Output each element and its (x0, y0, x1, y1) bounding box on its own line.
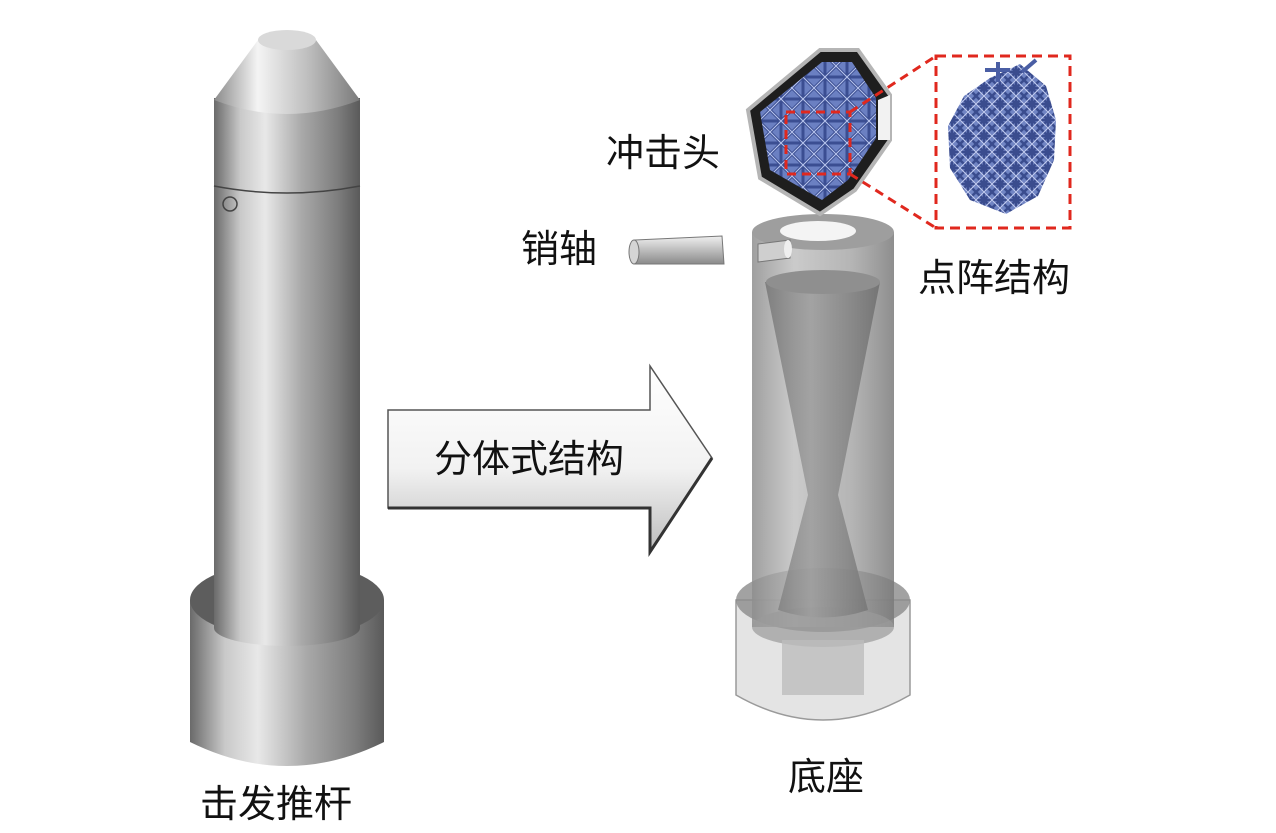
base-pin-hole-end (784, 240, 792, 258)
impact-head (745, 48, 892, 217)
label-firing-rod: 击发推杆 (200, 782, 353, 826)
split-structure-arrow (387, 363, 714, 557)
callout-line-top (849, 54, 937, 114)
rod-hole (222, 196, 238, 212)
zoomed-lattice-top-struts (985, 58, 1038, 82)
base-pin-hole (757, 239, 791, 263)
rod-seam (213, 185, 361, 194)
base-tube-bottom (752, 607, 894, 647)
label-base: 底座 (788, 755, 865, 799)
base-cone (765, 282, 880, 618)
base-inner-cylinder (782, 640, 864, 695)
callout-source-box (784, 110, 852, 176)
label-lattice: 点阵结构 (918, 256, 1071, 300)
label-arrow: 分体式结构 (434, 437, 625, 481)
firing-rod (190, 30, 384, 766)
pin (628, 235, 725, 265)
label-impact-head: 冲击头 (606, 131, 721, 175)
zoomed-lattice (948, 64, 1056, 214)
lattice-callout (784, 54, 1072, 230)
rod-shaft-bottom (214, 610, 360, 646)
rod-tip (258, 30, 316, 50)
rod-shaft (214, 98, 360, 628)
label-pin: 销轴 (521, 227, 598, 271)
base-top-hole (780, 221, 856, 241)
rod-cone (214, 40, 360, 114)
callout-line-bottom (849, 172, 937, 230)
base-cone-top (766, 270, 880, 294)
rod-flange (190, 600, 384, 766)
base-assembly (735, 214, 911, 721)
